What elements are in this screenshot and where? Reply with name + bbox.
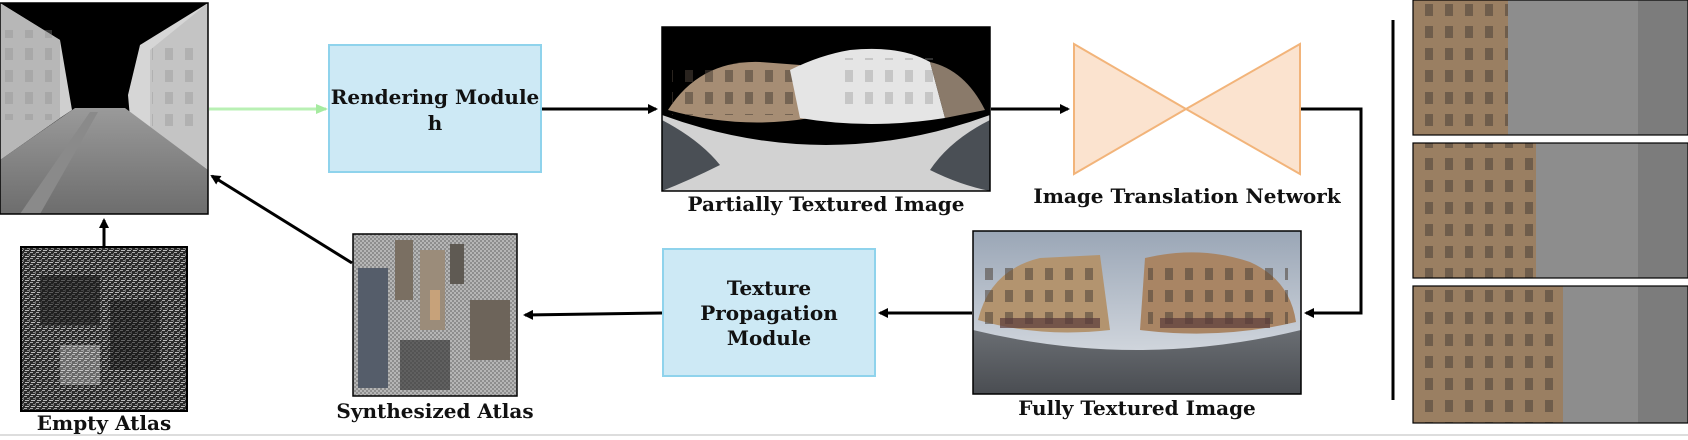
arrow-network-to-full bbox=[1301, 107, 1363, 318]
texture-module-line2: Propagation bbox=[700, 301, 838, 325]
network-caption: Image Translation Network bbox=[1033, 184, 1341, 208]
texture-module-line3: Module bbox=[727, 326, 811, 350]
fully-textured-caption: Fully Textured Image bbox=[1018, 396, 1256, 420]
image-translation-network bbox=[1073, 42, 1301, 176]
rendering-module-box: Rendering Module h bbox=[328, 44, 542, 173]
empty-atlas-caption: Empty Atlas bbox=[37, 411, 171, 435]
progression-frame-3 bbox=[1412, 285, 1688, 424]
input-render-image bbox=[0, 2, 209, 215]
rendering-module-label: Rendering Module bbox=[331, 85, 540, 109]
progression-frame-1 bbox=[1412, 0, 1688, 136]
texture-propagation-module-box: Texture Propagation Module bbox=[662, 248, 876, 377]
texture-module-line1: Texture bbox=[727, 276, 811, 300]
empty-atlas-image bbox=[20, 246, 188, 412]
partially-textured-caption: Partially Textured Image bbox=[688, 192, 965, 216]
arrow-propagation-to-atlas bbox=[523, 309, 663, 320]
synthesized-atlas-caption: Synthesized Atlas bbox=[336, 399, 533, 423]
rendering-module-symbol: h bbox=[428, 111, 443, 135]
arrow-atlas-back-to-render bbox=[210, 174, 353, 265]
fully-textured-image bbox=[972, 230, 1302, 395]
progression-frame-2 bbox=[1412, 142, 1688, 279]
partially-textured-image bbox=[661, 26, 991, 192]
synthesized-atlas-image bbox=[352, 233, 518, 397]
